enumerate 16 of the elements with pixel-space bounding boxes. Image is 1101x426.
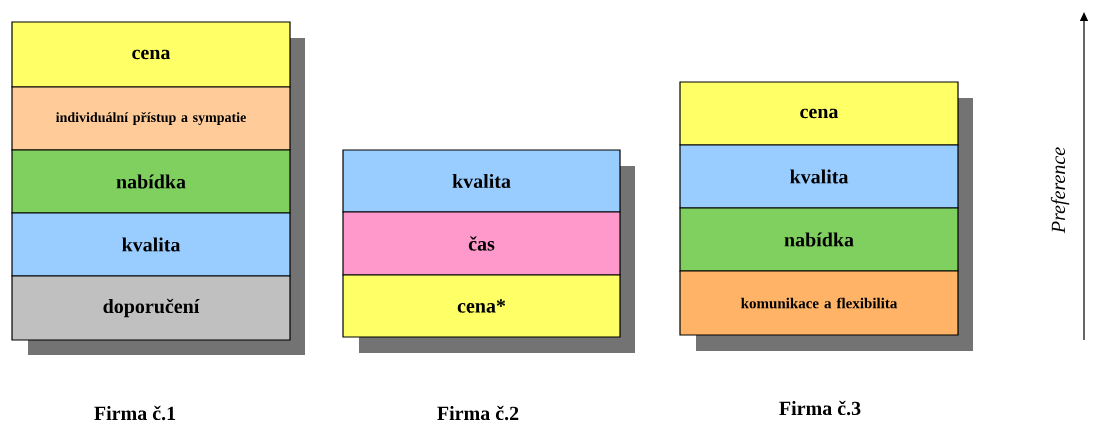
stacked-band: doporučení (11, 275, 291, 341)
stacked-band: individuální přístup a sympatie (11, 86, 291, 151)
stack-caption: Firma č.1 (94, 405, 176, 421)
stacked-band: nabídka (11, 149, 291, 214)
stacked-band: čas (342, 211, 621, 276)
stack-caption: Firma č.3 (779, 400, 861, 416)
stacked-band: cena* (342, 274, 621, 338)
stacked-band: cena (11, 21, 291, 88)
stacked-band: kvalita (11, 212, 291, 277)
stacked-band: cena (679, 81, 959, 146)
stacked-band: kvalita (342, 149, 621, 213)
stack-caption: Firma č.2 (437, 405, 519, 421)
stacked-band: kvalita (679, 144, 959, 209)
stacked-band: komunikace a flexibilita (679, 270, 959, 336)
axis-label: Preference (1050, 147, 1070, 234)
stacked-band: nabídka (679, 207, 959, 272)
